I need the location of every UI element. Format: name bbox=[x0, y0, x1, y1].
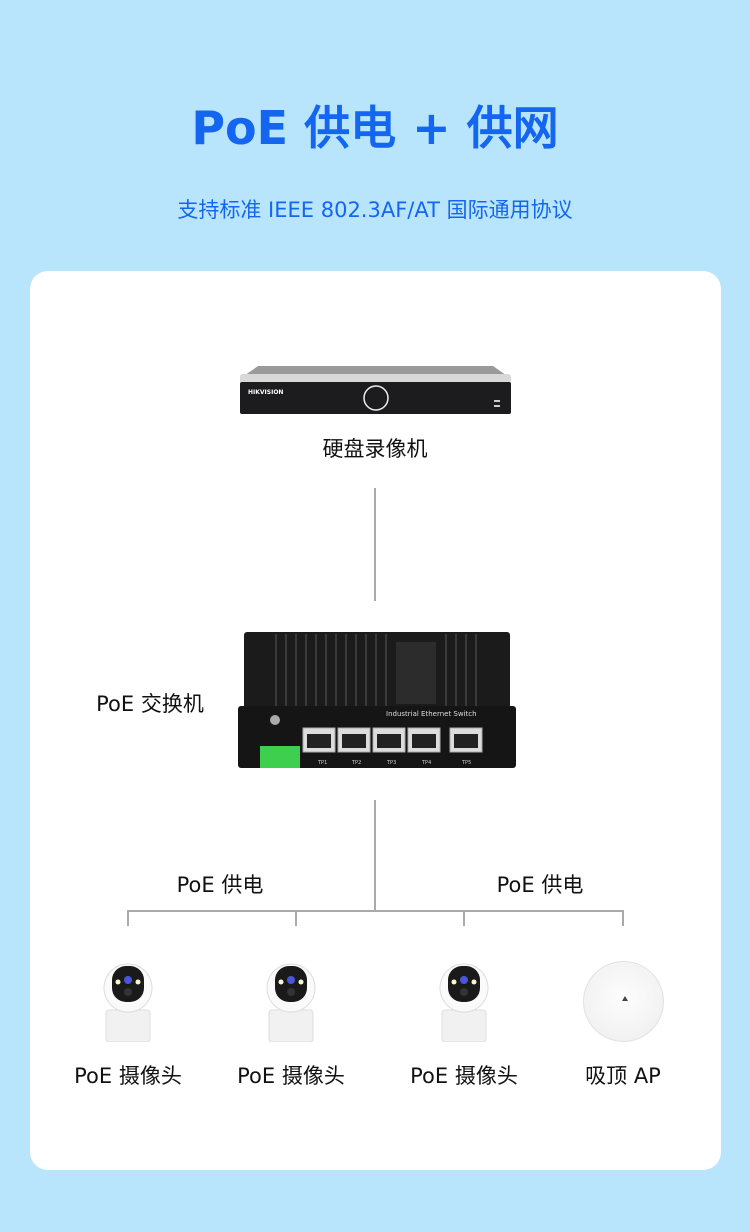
page-subtitle: 支持标准 IEEE 802.3AF/AT 国际通用协议 bbox=[177, 198, 573, 222]
nvr-image: HIKVISION bbox=[240, 366, 511, 414]
ceiling-ap-image bbox=[583, 961, 664, 1042]
camera-image bbox=[103, 963, 153, 1042]
link-label-left: PoE 供电 bbox=[176, 873, 264, 897]
endpoint-label: 吸顶 AP bbox=[585, 1064, 661, 1088]
nvr-label: 硬盘录像机 bbox=[322, 437, 428, 461]
port-label: TP5 bbox=[461, 760, 471, 766]
endpoint-label: PoE 摄像头 bbox=[410, 1064, 518, 1088]
endpoint-label: PoE 摄像头 bbox=[74, 1064, 182, 1088]
nvr-logo: HIKVISION bbox=[248, 389, 283, 396]
connector-drop bbox=[127, 910, 129, 926]
page-title: PoE 供电 + 供网 bbox=[191, 101, 559, 155]
camera-image bbox=[266, 963, 316, 1042]
camera-image bbox=[439, 963, 489, 1042]
connector-line bbox=[374, 800, 376, 912]
link-label-right: PoE 供电 bbox=[496, 873, 584, 897]
port-label: TP1 bbox=[317, 760, 327, 766]
endpoint-label: PoE 摄像头 bbox=[237, 1064, 345, 1088]
port-label: TP3 bbox=[386, 760, 396, 766]
connector-drop bbox=[463, 910, 465, 926]
connector-line bbox=[374, 488, 376, 601]
connector-bus bbox=[127, 910, 624, 912]
switch-panel-text: Industrial Ethernet Switch bbox=[386, 710, 477, 718]
connector-drop bbox=[622, 910, 624, 926]
poe-switch-image: Industrial Ethernet Switch TP1 TP2 TP3 T… bbox=[238, 632, 516, 768]
switch-label: PoE 交换机 bbox=[96, 692, 204, 716]
port-label: TP4 bbox=[421, 760, 431, 766]
port-label: TP2 bbox=[351, 760, 361, 766]
ap-indicator-icon bbox=[622, 996, 628, 1001]
connector-drop bbox=[295, 910, 297, 926]
